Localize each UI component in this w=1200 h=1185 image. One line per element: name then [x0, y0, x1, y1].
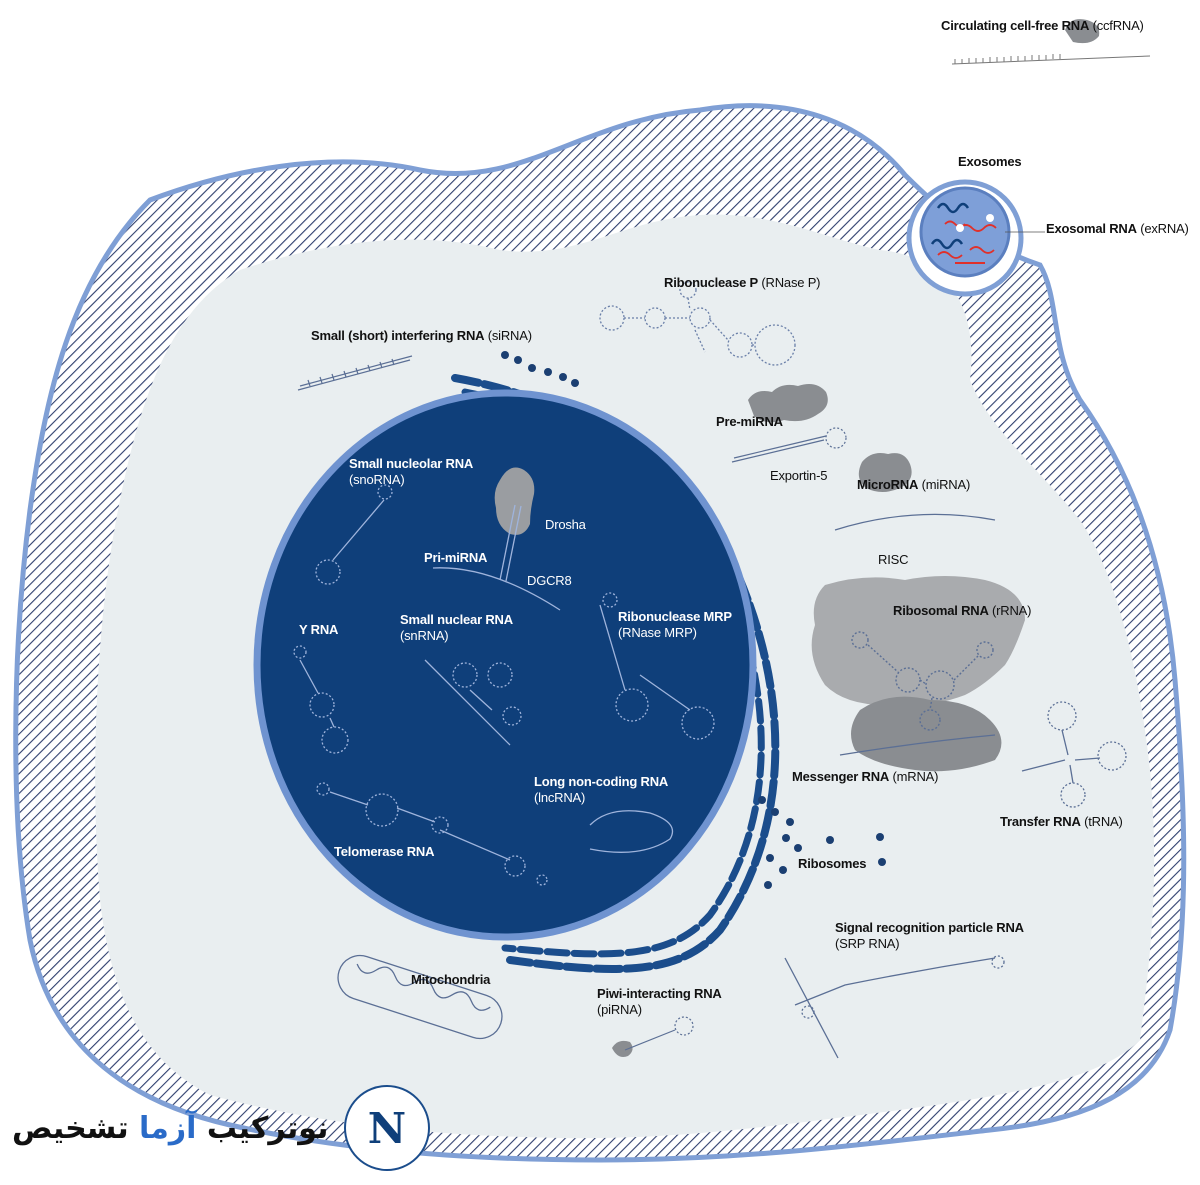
ribosome-dots [501, 351, 886, 889]
label-sirna: Small (short) interfering RNA (siRNA) [311, 328, 532, 343]
brand-text: نوترکیب آزما تشخیص [12, 1110, 329, 1146]
label-mitochondria: Mitochondria [411, 972, 491, 987]
label-exosomes: Exosomes [958, 154, 1022, 169]
label-yrna: Y RNA [299, 622, 339, 637]
label-srp: Signal recognition particle RNA(SRP RNA) [835, 920, 1024, 951]
label-trna: Transfer RNA (tRNA) [1000, 814, 1123, 829]
premirna-strand [731, 427, 847, 463]
primirna-strand [432, 504, 561, 611]
label-lncrna: Long non-coding RNA(lncRNA) [534, 774, 669, 805]
label-rrna: Ribosomal RNA (rRNA) [893, 603, 1032, 618]
label-dgcr8: DGCR8 [527, 573, 572, 588]
premirna-complex [748, 384, 828, 423]
label-drosha: Drosha [545, 517, 586, 532]
rnasep-structure [599, 281, 796, 366]
risc-complex [811, 576, 1025, 707]
label-telomerase: Telomerase RNA [334, 844, 435, 859]
label-primirna: Pri-miRNA [424, 550, 488, 565]
srp-structure [784, 955, 1005, 1059]
label-mrna: Messenger RNA (mRNA) [792, 769, 939, 784]
brand-emblem-icon: N [344, 1085, 431, 1171]
drosha-complex [494, 467, 535, 535]
label-ribosomes: Ribosomes [798, 856, 867, 871]
label-rnasemrp: Ribonuclease MRP(RNase MRP) [618, 609, 732, 640]
label-snorna: Small nucleolar RNA(snoRNA) [349, 456, 474, 487]
mrna-strand [839, 734, 996, 756]
exosome-contents [930, 202, 997, 264]
mitochondrion [337, 954, 503, 1040]
mirna-complex [858, 453, 912, 492]
label-exportin: Exportin-5 [770, 468, 828, 483]
nuclear-rna-stems [299, 499, 691, 861]
label-exrna: Exosomal RNA (exRNA) [1046, 221, 1189, 236]
label-risc: RISC [878, 552, 909, 567]
label-ccfrna: Circulating cell-free RNA (ccfRNA) [941, 18, 1144, 33]
rrna-structure [851, 631, 994, 731]
label-rnasep: Ribonuclease P (RNase P) [664, 275, 821, 290]
trna-structure [1021, 701, 1127, 808]
label-snrna: Small nuclear RNA(snRNA) [400, 612, 513, 643]
ccfrna-complex [1065, 19, 1100, 44]
nuclear-rna-structures [293, 484, 715, 886]
pirna-structure [612, 1016, 694, 1057]
label-premirna: Pre-miRNA [716, 414, 783, 429]
label-mirna: MicroRNA (miRNA) [857, 477, 971, 492]
brand-logo: نوترکیب آزما تشخیص N [12, 1085, 432, 1171]
svg-text:N: N [368, 1104, 406, 1153]
mirna-strand [834, 513, 996, 531]
nucleus [253, 389, 757, 941]
label-pirna: Piwi-interacting RNA(piRNA) [597, 986, 722, 1017]
ribosome-large-subunit [851, 696, 1002, 772]
sirna-strand [297, 355, 413, 391]
ccfrna-strand [951, 54, 1151, 65]
